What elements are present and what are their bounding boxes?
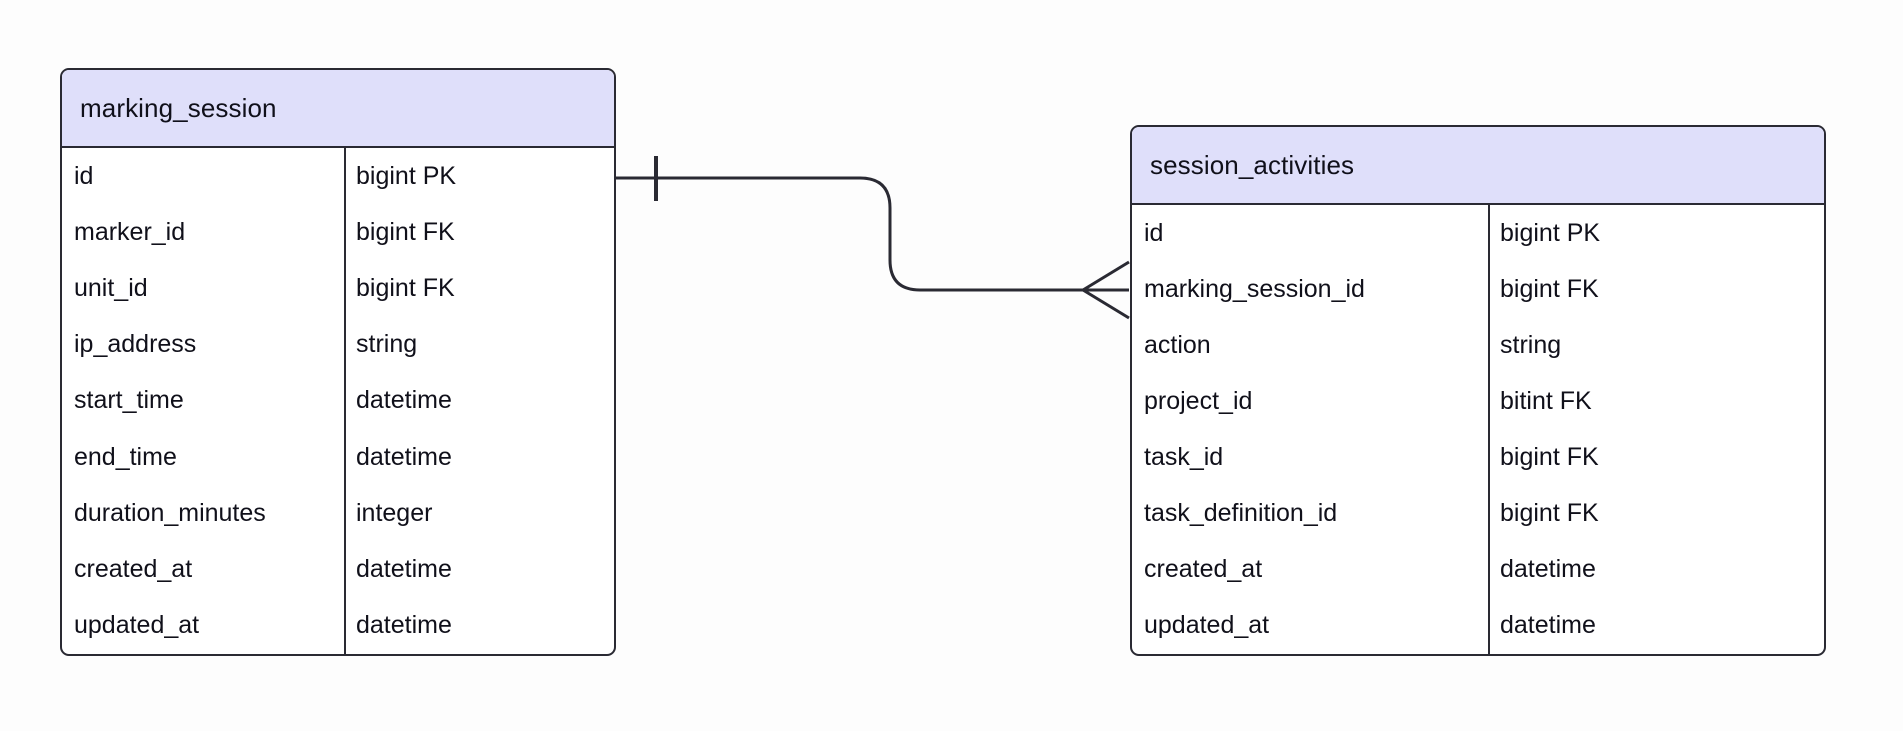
attribute-type: bigint PK bbox=[356, 163, 457, 189]
attribute-type: bigint FK bbox=[356, 219, 455, 245]
column-divider bbox=[1488, 205, 1490, 654]
attribute-name: unit_id bbox=[74, 275, 148, 301]
attribute-type: bigint FK bbox=[1500, 444, 1599, 470]
attribute-row[interactable]: ip_address string bbox=[62, 317, 614, 373]
attribute-row[interactable]: start_time datetime bbox=[62, 373, 614, 429]
attribute-type: datetime bbox=[356, 388, 452, 414]
attribute-name: duration_minutes bbox=[74, 500, 266, 526]
attribute-row[interactable]: task_id bigint FK bbox=[1132, 429, 1824, 485]
attribute-row[interactable]: task_definition_id bigint FK bbox=[1132, 485, 1824, 541]
attribute-type: bigint FK bbox=[1500, 276, 1599, 302]
attribute-row[interactable]: created_at datetime bbox=[62, 541, 614, 597]
attribute-type: string bbox=[1500, 332, 1562, 358]
attribute-row[interactable]: id bigint PK bbox=[1132, 205, 1824, 261]
entity-title: session_activities bbox=[1150, 149, 1355, 180]
attribute-name: end_time bbox=[74, 444, 177, 470]
attribute-name: marker_id bbox=[74, 219, 186, 245]
attribute-type: bigint PK bbox=[1500, 220, 1601, 246]
column-divider bbox=[344, 148, 346, 654]
crow-foot-upper-prong bbox=[1082, 260, 1130, 292]
relationship-line[interactable] bbox=[616, 176, 1129, 292]
entity-marking-session[interactable]: marking_session id bigint PK marker_id b… bbox=[60, 68, 616, 656]
attribute-name: updated_at bbox=[1144, 613, 1270, 639]
attribute-name: marking_session_id bbox=[1144, 276, 1365, 302]
entity-header-session-activities: session_activities bbox=[1132, 127, 1824, 205]
attribute-row[interactable]: project_id bitint FK bbox=[1132, 373, 1824, 429]
attribute-row[interactable]: action string bbox=[1132, 317, 1824, 373]
attribute-row[interactable]: updated_at datetime bbox=[1132, 598, 1824, 654]
entity-body-session-activities: id bigint PK marking_session_id bigint F… bbox=[1132, 205, 1824, 654]
attribute-type: datetime bbox=[1500, 557, 1596, 583]
attribute-name: id bbox=[74, 163, 94, 189]
attribute-type: integer bbox=[356, 500, 433, 526]
attribute-name: updated_at bbox=[74, 613, 200, 639]
attribute-type: bigint FK bbox=[1500, 501, 1599, 527]
attribute-row[interactable]: created_at datetime bbox=[1132, 542, 1824, 598]
entity-header-marking-session: marking_session bbox=[62, 70, 614, 148]
attribute-name: task_definition_id bbox=[1144, 501, 1338, 527]
attribute-type: datetime bbox=[356, 444, 452, 470]
attribute-type: datetime bbox=[1500, 613, 1596, 639]
attribute-name: ip_address bbox=[74, 332, 197, 358]
attribute-name: id bbox=[1144, 220, 1164, 246]
attribute-name: action bbox=[1144, 332, 1211, 358]
attribute-row[interactable]: unit_id bigint FK bbox=[62, 260, 614, 316]
attribute-name: created_at bbox=[74, 556, 193, 582]
attribute-name: task_id bbox=[1144, 444, 1224, 470]
attribute-name: start_time bbox=[74, 388, 184, 414]
attribute-row[interactable]: marking_session_id bigint FK bbox=[1132, 261, 1824, 317]
attribute-type: string bbox=[356, 332, 418, 358]
entity-title: marking_session bbox=[80, 92, 277, 123]
attribute-name: project_id bbox=[1144, 388, 1253, 414]
entity-body-marking-session: id bigint PK marker_id bigint FK unit_id… bbox=[62, 148, 614, 654]
attribute-name: created_at bbox=[1144, 557, 1263, 583]
attribute-row[interactable]: marker_id bigint FK bbox=[62, 204, 614, 260]
attribute-type: datetime bbox=[356, 556, 452, 582]
attribute-row[interactable]: id bigint PK bbox=[62, 148, 614, 204]
attribute-type: datetime bbox=[356, 613, 452, 639]
crow-foot-lower-prong bbox=[1082, 288, 1130, 320]
attribute-type: bitint FK bbox=[1500, 388, 1592, 414]
attribute-row[interactable]: updated_at datetime bbox=[62, 598, 614, 654]
attribute-row[interactable]: duration_minutes integer bbox=[62, 485, 614, 541]
attribute-type: bigint FK bbox=[356, 275, 455, 301]
entity-session-activities[interactable]: session_activities id bigint PK marking_… bbox=[1130, 125, 1826, 656]
attribute-row[interactable]: end_time datetime bbox=[62, 429, 614, 485]
